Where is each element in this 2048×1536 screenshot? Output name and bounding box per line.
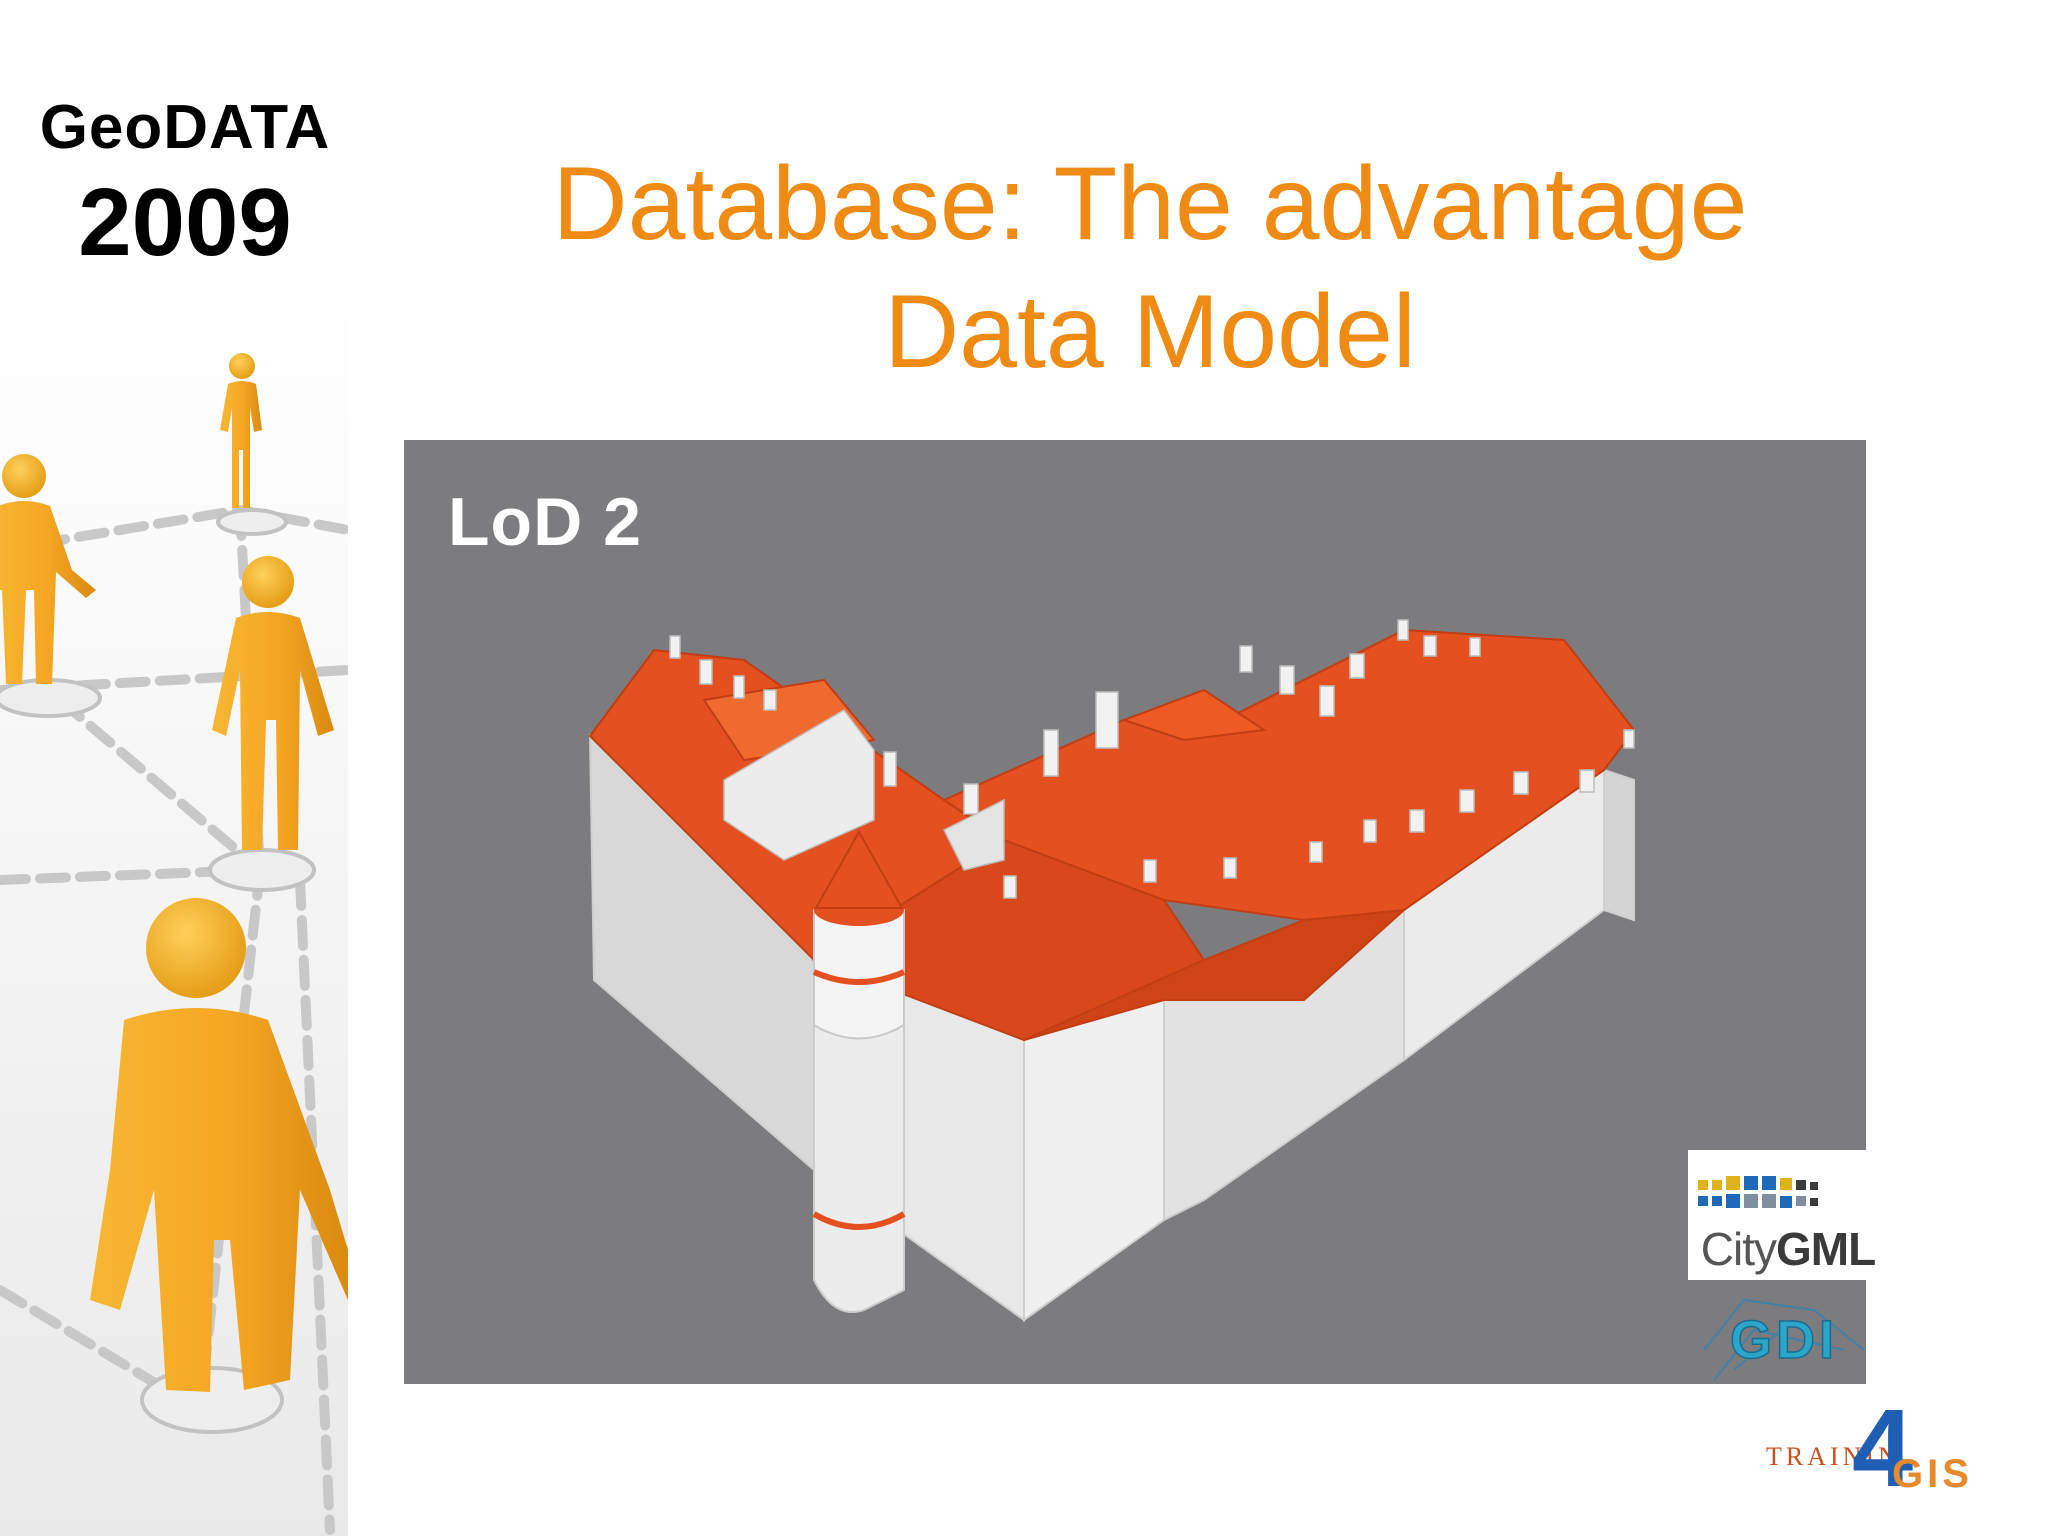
gdi-text: GDI xyxy=(1730,1310,1838,1370)
lod-label: LoD 2 xyxy=(448,484,642,560)
event-brand: GeoDATA 2009 xyxy=(0,90,370,278)
brand-year: 2009 xyxy=(78,169,292,276)
building-3d-model xyxy=(588,619,1636,1322)
training4gis-logo: TRAININ 4 GIS xyxy=(1760,1394,1990,1510)
building-render-panel: LoD 2 xyxy=(404,440,1866,1384)
person-figure-middle xyxy=(212,556,334,850)
training-wordmark: TRAININ xyxy=(1766,1442,1901,1471)
slide-title: Database: The advantage Data Model xyxy=(420,140,1880,396)
brand-name: GeoDATA xyxy=(39,93,331,162)
network-people-illustration xyxy=(0,290,348,1536)
training-gis-mark: GIS xyxy=(1892,1452,1973,1496)
title-line-1: Database: The advantage xyxy=(552,146,1748,262)
citygml-suffix: GML xyxy=(1776,1223,1876,1275)
person-figure-large xyxy=(90,898,348,1392)
training-four-mark: 4 xyxy=(1852,1387,1914,1510)
gdi-logo: GDI xyxy=(1703,1298,1865,1381)
title-line-2: Data Model xyxy=(884,274,1416,390)
person-figure-left xyxy=(0,454,96,684)
corner-tower xyxy=(812,829,906,1313)
citygml-logo: CityGML xyxy=(1688,1150,1888,1280)
citygml-wordmark: CityGML xyxy=(1688,1222,1888,1276)
person-figure-small xyxy=(220,353,262,508)
citygml-grid-icon xyxy=(1698,1176,1818,1208)
citygml-prefix: City xyxy=(1700,1223,1777,1275)
